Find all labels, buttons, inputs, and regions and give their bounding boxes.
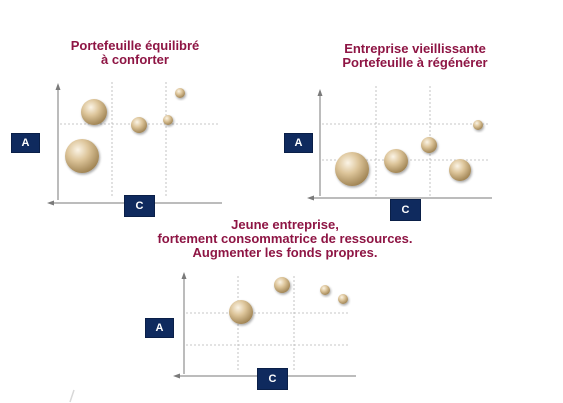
diagram-3-y-label: A xyxy=(145,318,174,338)
y-axis-arrow xyxy=(317,89,323,96)
x-axis-arrow xyxy=(307,195,314,201)
diagram-2-x-label: C xyxy=(390,199,421,221)
bubble xyxy=(274,277,290,293)
diagram-1-frame xyxy=(47,82,222,206)
decorative-stroke xyxy=(69,389,75,403)
bubble xyxy=(175,88,185,98)
bubble xyxy=(65,139,99,173)
diagram-1-x-label: C xyxy=(124,195,155,217)
diagram-3-frame xyxy=(173,272,356,379)
bubble xyxy=(421,137,437,153)
diagram-3-x-label: C xyxy=(257,368,288,390)
diagram-1-y-label: A xyxy=(11,133,40,153)
title-line: Augmenter les fonds propres. xyxy=(192,245,378,260)
bubble xyxy=(320,285,330,295)
bubble xyxy=(473,120,483,130)
y-axis-arrow xyxy=(181,272,187,279)
bubble xyxy=(81,99,107,125)
diagram-2-y-label: A xyxy=(284,133,313,153)
y-axis-arrow xyxy=(55,83,61,90)
title-line: Portefeuille à régénérer xyxy=(342,55,488,70)
bubble xyxy=(449,159,471,181)
bubble xyxy=(131,117,147,133)
title-line: à conforter xyxy=(101,52,169,67)
bubble xyxy=(384,149,408,173)
bubble xyxy=(338,294,348,304)
bubble xyxy=(229,300,253,324)
x-axis-arrow xyxy=(47,200,54,206)
portfolio-young-title: Jeune entreprise, fortement consommatric… xyxy=(100,218,470,260)
title-line: fortement consommatrice de ressources. xyxy=(157,231,413,246)
bubble xyxy=(163,115,173,125)
x-axis-arrow xyxy=(173,373,180,379)
portfolio-aging-title: Entreprise vieillissante Portefeuille à … xyxy=(300,42,530,70)
bubble xyxy=(335,152,369,186)
title-line: Jeune entreprise, xyxy=(231,217,339,232)
diagram-2-frame xyxy=(307,86,492,201)
portfolio-balanced-title: Portefeuille équilibré à conforter xyxy=(30,39,240,67)
title-line: Entreprise vieillissante xyxy=(344,41,486,56)
title-line: Portefeuille équilibré xyxy=(70,38,200,53)
